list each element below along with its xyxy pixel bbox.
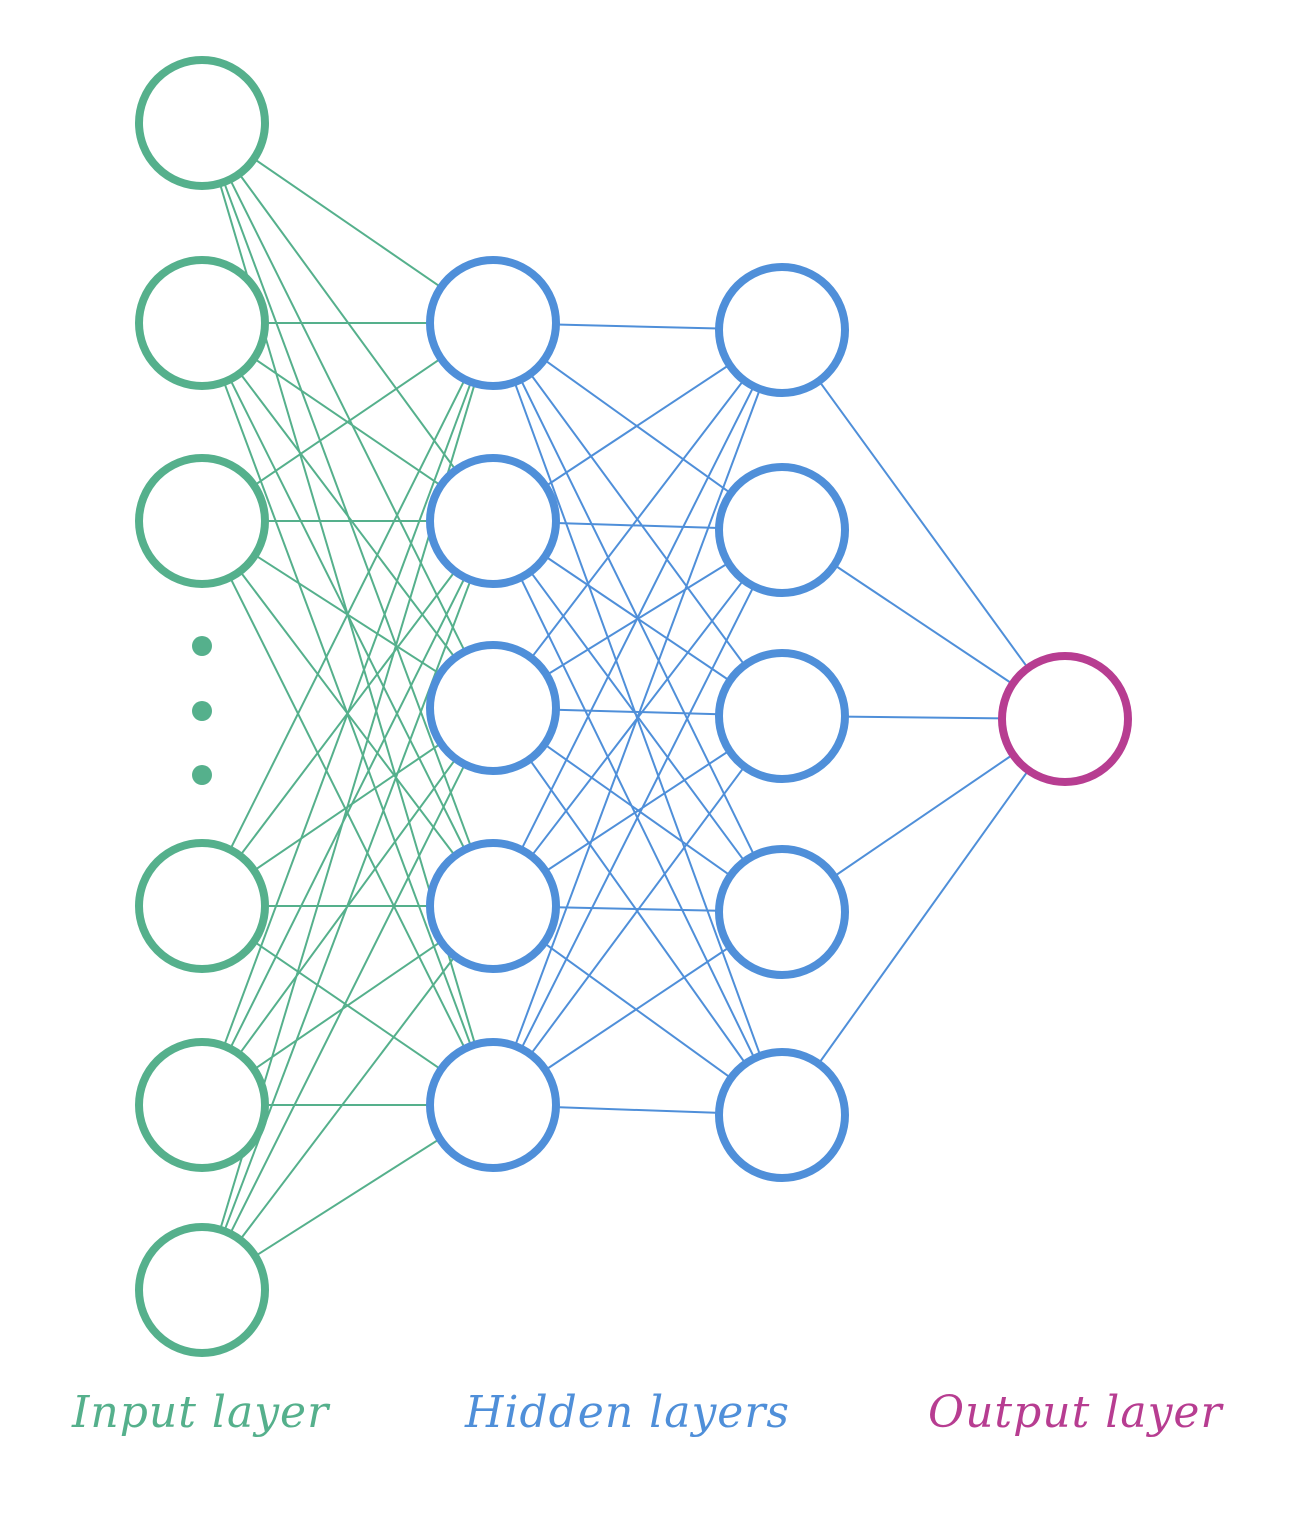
hidden-node <box>715 649 849 783</box>
input-hidden-connection <box>239 372 456 659</box>
hidden-layer-2-nodes <box>715 263 849 1182</box>
input-hidden-connection <box>253 357 442 487</box>
input-layer-nodes <box>135 56 269 1357</box>
hidden-hidden-connection <box>555 323 720 330</box>
hidden-hidden-connection <box>514 388 761 1047</box>
hidden-hidden-connection <box>555 521 720 530</box>
input-node <box>135 454 269 588</box>
hidden-hidden-connection <box>520 585 755 1050</box>
input-node <box>135 1038 269 1172</box>
hidden-node <box>715 1048 849 1182</box>
hidden-layer-1-nodes <box>426 256 560 1172</box>
hidden-node <box>715 463 849 597</box>
output-node <box>998 652 1132 786</box>
hidden-hidden-connection <box>545 363 730 488</box>
hidden-hidden-connection <box>544 946 731 1071</box>
hidden-hidden-connection <box>530 379 745 659</box>
hidden-output-connection <box>817 769 1030 1065</box>
input-hidden-connection <box>229 763 466 1235</box>
input-node <box>135 56 269 190</box>
input-hidden-connection <box>229 178 466 653</box>
hidden-hidden-connection <box>543 942 732 1079</box>
input-layer-label: Input layer <box>72 1387 330 1438</box>
hidden-to-output-connections <box>817 380 1030 1065</box>
hidden-node <box>715 263 849 397</box>
hidden-output-connection <box>818 380 1029 669</box>
input-hidden-connection <box>239 955 456 1241</box>
hidden-node <box>426 641 560 775</box>
ellipsis-dot <box>192 636 212 656</box>
hidden-node <box>426 839 560 973</box>
input-hidden-connection <box>254 1137 441 1258</box>
hidden-node <box>426 454 560 588</box>
hidden-hidden-connection <box>555 1106 720 1114</box>
ellipsis-dot <box>192 765 212 785</box>
ellipsis-dot <box>192 701 212 721</box>
input-hidden-connection <box>253 940 442 1071</box>
hidden-hidden-connection <box>545 749 730 873</box>
hidden-to-hidden-connections <box>513 323 762 1114</box>
output-layer-label: Output layer <box>928 1387 1223 1438</box>
hidden-output-connection <box>833 564 1014 685</box>
input-node <box>135 839 269 973</box>
hidden-hidden-connection <box>520 385 755 851</box>
hidden-layers-label: Hidden layers <box>465 1387 790 1438</box>
hidden-output-connection <box>833 753 1014 878</box>
hidden-node <box>426 256 560 390</box>
output-layer-nodes <box>998 652 1132 786</box>
hidden-node <box>426 1038 560 1172</box>
input-ellipsis <box>192 636 212 785</box>
input-node <box>135 256 269 390</box>
hidden-hidden-connection <box>529 765 746 1056</box>
hidden-hidden-connection <box>555 708 720 716</box>
input-hidden-connection <box>223 381 472 1047</box>
hidden-output-connection <box>844 715 1003 720</box>
input-hidden-connection <box>229 576 466 1050</box>
input-hidden-connection <box>253 157 442 289</box>
input-hidden-connection <box>229 378 466 851</box>
hidden-node <box>715 845 849 979</box>
input-node <box>135 1223 269 1357</box>
